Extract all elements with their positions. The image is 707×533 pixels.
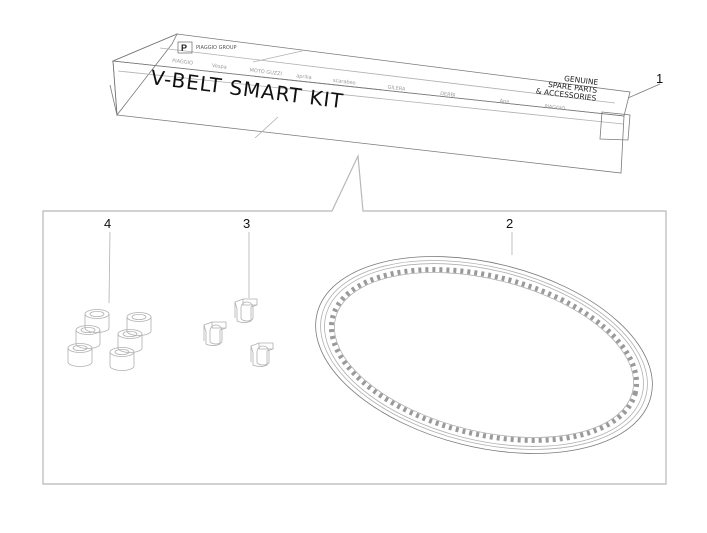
svg-text:scarabeo: scarabeo — [333, 78, 356, 87]
svg-text:GILERA: GILERA — [387, 84, 406, 92]
roller — [67, 343, 93, 367]
roller — [84, 309, 110, 333]
slider — [250, 342, 274, 367]
svg-text:aprilia: aprilia — [296, 73, 312, 81]
piaggio-group-logo-icon — [177, 41, 193, 54]
svg-text:P: P — [181, 43, 187, 53]
roller — [75, 325, 101, 349]
leader-line-4 — [108, 231, 111, 304]
logo-text: PIAGGIO GROUP — [196, 45, 237, 51]
svg-text:DERBI: DERBI — [440, 91, 456, 99]
sliders[interactable] — [203, 298, 274, 367]
svg-text:GENUINE: GENUINE — [564, 74, 599, 87]
box-end-face — [112, 33, 178, 117]
callout-4[interactable]: 4 — [104, 216, 111, 231]
callout-1[interactable]: 1 — [656, 71, 663, 86]
v-belt[interactable] — [295, 224, 673, 486]
exploded-frame — [42, 153, 667, 485]
rollers[interactable] — [67, 309, 152, 371]
slider — [234, 298, 258, 323]
belt-teeth — [328, 267, 640, 443]
kit-box[interactable]: P PIAGGIO GROUP PIAGGIO Vespa MOTO GUZZI… — [109, 33, 631, 174]
belt-outer-edge — [315, 256, 653, 454]
genuine-label: GENUINE SPARE PARTS & ACCESSORIES — [535, 74, 599, 103]
box-title: V-BELT SMART KIT — [149, 65, 345, 113]
slider — [203, 321, 227, 346]
svg-text:Vespa: Vespa — [211, 63, 227, 71]
brand-logos: PIAGGIO Vespa MOTO GUZZI aprilia scarabe… — [172, 58, 566, 112]
svg-text:MOTO GUZZI: MOTO GUZZI — [249, 68, 282, 78]
svg-text:PIAGGIO: PIAGGIO — [172, 58, 194, 67]
roller — [126, 312, 152, 336]
svg-text:Ape: Ape — [499, 98, 509, 105]
leader-line-1 — [627, 83, 661, 99]
callout-3[interactable]: 3 — [243, 216, 250, 231]
roller — [109, 347, 135, 371]
roller — [117, 329, 143, 353]
callout-2[interactable]: 2 — [506, 216, 513, 231]
svg-text:PIAGGIO: PIAGGIO — [544, 104, 566, 113]
